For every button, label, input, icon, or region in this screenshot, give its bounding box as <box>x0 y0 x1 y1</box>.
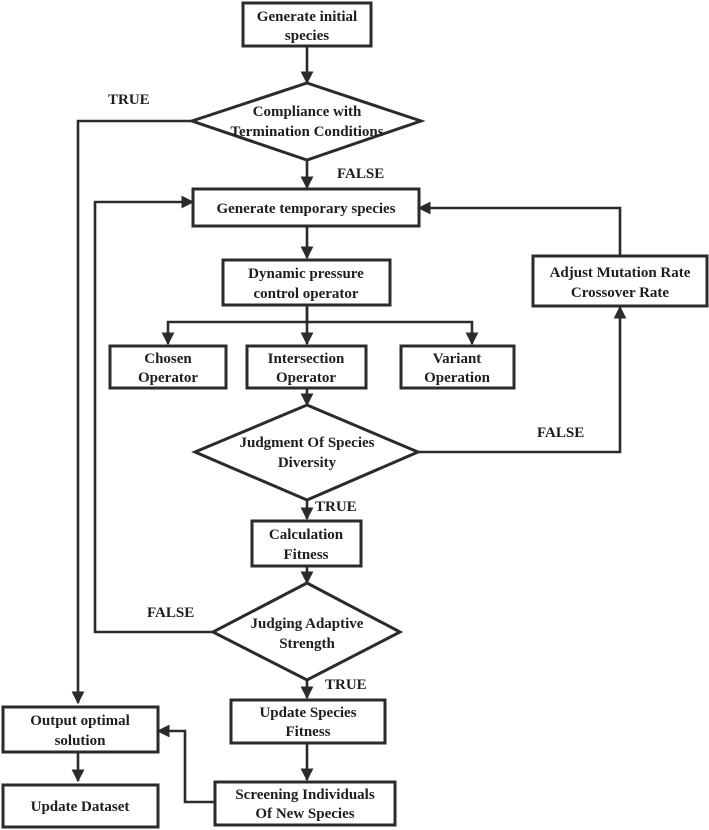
edge-diversity-false-to-adjust <box>418 305 627 454</box>
node-label: Strength <box>279 636 335 652</box>
node-judging-adaptive-strength: Judging Adaptive Strength <box>209 581 404 682</box>
edges <box>71 46 627 804</box>
node-screening-individuals: Screening Individuals Of New Species <box>213 780 397 827</box>
node-update-dataset: Update Dataset <box>1 783 160 829</box>
node-label: Diversity <box>278 455 337 471</box>
label-adaptive-false: FALSE <box>147 605 194 621</box>
node-label: Fitness <box>284 547 329 563</box>
node-generate-temporary-species: Generate temporary species <box>191 187 421 228</box>
label-compliance-true: TRUE <box>108 92 150 108</box>
node-label: Crossover Rate <box>571 285 670 301</box>
node-label: Of New Species <box>255 806 354 822</box>
node-label: Calculation <box>269 527 344 543</box>
node-label: Operation <box>424 370 490 386</box>
node-judgment-species-diversity: Judgment Of Species Diversity <box>191 403 422 502</box>
node-label: Output optimal <box>30 713 130 729</box>
label-diversity-true: TRUE <box>315 499 357 515</box>
node-label: Screening Individuals <box>235 787 375 803</box>
node-label: Adjust Mutation Rate <box>550 265 691 281</box>
label-adaptive-true: TRUE <box>325 677 367 693</box>
node-update-species-fitness: Update Species Fitness <box>229 698 387 745</box>
node-label: Update Dataset <box>31 799 130 815</box>
node-label: Generate temporary species <box>216 201 395 217</box>
node-intersection-operator: Intersection Operator <box>245 344 368 390</box>
edge-dynamic-to-chosen <box>161 305 309 346</box>
node-label: Intersection <box>268 351 345 367</box>
label-compliance-false: FALSE <box>337 166 384 182</box>
node-label: Fitness <box>286 724 331 740</box>
node-label: Chosen <box>144 351 192 367</box>
node-label: Dynamic pressure <box>248 266 364 282</box>
node-label: Judgment Of Species <box>240 435 375 451</box>
node-label: Judging Adaptive <box>251 616 364 632</box>
edge-adjust-to-gen-temp <box>417 201 622 256</box>
node-compliance-termination: Compliance with Termination Conditions <box>187 81 426 162</box>
node-label: Update Species <box>259 705 356 721</box>
node-generate-initial-species: Generate initial species <box>241 1 373 48</box>
node-output-optimal-solution: Output optimal solution <box>1 705 160 754</box>
edge-adaptive-false-to-gen-temp <box>93 195 213 634</box>
edge-screening-to-output <box>156 724 215 804</box>
node-label: solution <box>55 733 107 749</box>
node-adjust-mutation-rate: Adjust Mutation Rate Crossover Rate <box>531 254 709 308</box>
node-label: control operator <box>253 286 358 302</box>
node-label: Termination Conditions <box>230 124 383 140</box>
node-variant-operation: Variant Operation <box>399 344 516 390</box>
edge-dynamic-to-variant <box>307 320 479 346</box>
node-label: Operator <box>276 370 336 386</box>
node-label: Generate initial <box>257 9 357 25</box>
node-label: Compliance with <box>253 104 362 120</box>
node-label: Variant <box>433 351 482 367</box>
node-label: species <box>285 28 329 44</box>
node-chosen-operator: Chosen Operator <box>108 344 228 390</box>
edge-compliance-true-to-output <box>71 119 192 705</box>
label-diversity-false: FALSE <box>537 425 584 441</box>
node-calculation-fitness: Calculation Fitness <box>250 519 363 568</box>
node-dynamic-pressure-control: Dynamic pressure control operator <box>221 258 392 307</box>
node-label: Operator <box>138 370 198 386</box>
